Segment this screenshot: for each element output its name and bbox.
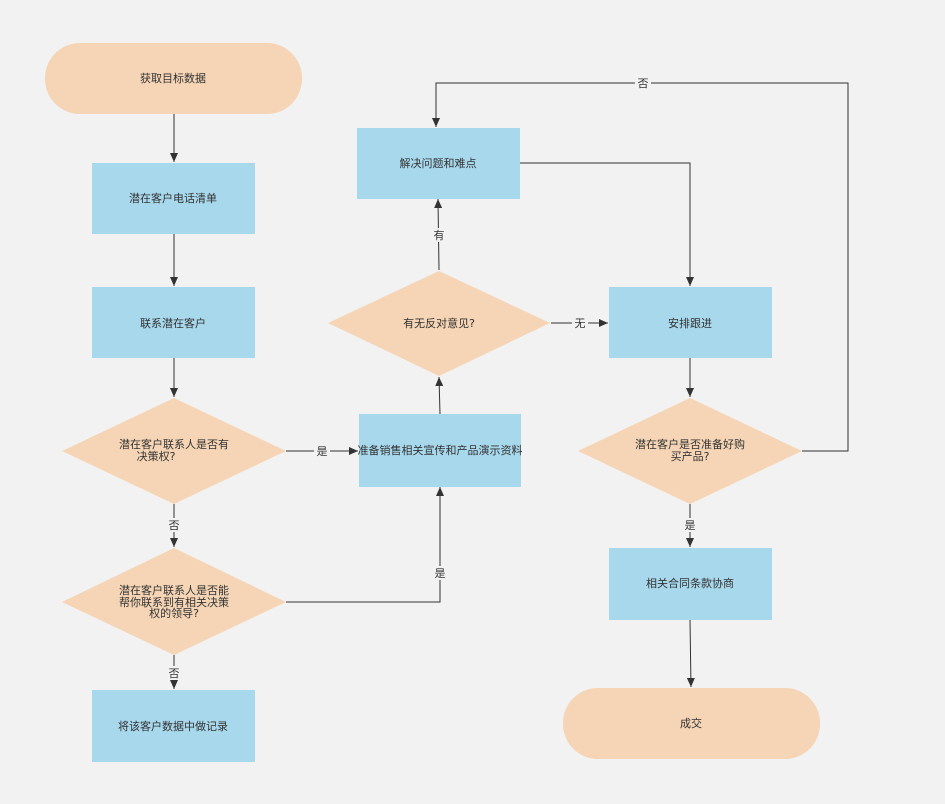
node-negotiate[interactable]: 相关合同条款协商 xyxy=(609,548,772,620)
edge-label-objection-yes: 有 xyxy=(434,228,445,242)
edge-labels: 是 否 是 否 有 无 否 是 xyxy=(166,76,698,680)
edge-label-ready-yes: 是 xyxy=(685,519,696,532)
node-q-connect-line-2: 帮你联系到有相关决策 xyxy=(119,595,229,609)
edge-ready-no xyxy=(432,82,849,452)
node-record[interactable]: 将该客户数据中做记录 xyxy=(92,690,255,762)
node-q-ready[interactable]: 潜在客户是否准备好购 买产品? xyxy=(578,398,802,504)
edge-label-decider-yes: 是 xyxy=(317,445,328,458)
node-q-objection[interactable]: 有无反对意见? xyxy=(328,271,550,376)
node-q-objection-label: 有无反对意见? xyxy=(403,316,475,330)
node-q-decider[interactable]: 潜在客户联系人是否有 决策权? xyxy=(62,398,286,504)
node-list[interactable]: 潜在客户电话清单 xyxy=(92,163,255,234)
edge-label-objection-none: 无 xyxy=(575,317,586,330)
node-q-ready-line-1: 潜在客户是否准备好购 xyxy=(635,437,745,451)
node-deal[interactable]: 成交 xyxy=(563,688,820,759)
node-contact[interactable]: 联系潜在客户 xyxy=(92,287,255,358)
node-q-connect[interactable]: 潜在客户联系人是否能 帮你联系到有相关决策 权的领导? xyxy=(62,548,286,655)
node-record-label: 将该客户数据中做记录 xyxy=(118,719,228,733)
node-start[interactable]: 获取目标数据 xyxy=(45,43,302,114)
edge-prepare-to-objection xyxy=(435,376,444,415)
node-follow[interactable]: 安排跟进 xyxy=(609,287,772,358)
edge-label-connect-no: 否 xyxy=(169,667,180,680)
edge-label-connect-yes: 是 xyxy=(435,567,446,580)
node-solve[interactable]: 解决问题和难点 xyxy=(357,128,520,199)
node-q-decider-line-2: 决策权? xyxy=(137,449,176,463)
edge-negotiate-to-deal xyxy=(686,619,695,688)
edge-label-ready-no: 否 xyxy=(638,77,649,90)
node-prepare-label: 准备销售相关宣传和产品演示资料 xyxy=(358,443,523,457)
node-prepare[interactable]: 准备销售相关宣传和产品演示资料 xyxy=(358,414,523,487)
node-list-label: 潜在客户电话清单 xyxy=(129,191,217,205)
node-q-decider-line-1: 潜在客户联系人是否有 xyxy=(119,437,229,451)
node-contact-label: 联系潜在客户 xyxy=(140,316,206,330)
node-negotiate-label: 相关合同条款协商 xyxy=(646,576,734,590)
node-q-connect-line-1: 潜在客户联系人是否能 xyxy=(119,583,229,597)
nodes: 获取目标数据 潜在客户电话清单 联系潜在客户 潜在客户联系人是否有 决策权? 潜… xyxy=(45,43,820,762)
node-deal-label: 成交 xyxy=(680,716,702,730)
edge-connect-yes xyxy=(286,487,444,603)
node-solve-label: 解决问题和难点 xyxy=(400,156,477,170)
node-follow-label: 安排跟进 xyxy=(668,316,712,330)
edge-solve-to-follow xyxy=(520,162,694,286)
node-q-connect-line-3: 权的领导? xyxy=(149,606,199,620)
edge-label-decider-no: 否 xyxy=(169,519,180,532)
node-q-ready-line-2: 买产品? xyxy=(671,449,710,463)
node-start-label: 获取目标数据 xyxy=(140,71,206,85)
